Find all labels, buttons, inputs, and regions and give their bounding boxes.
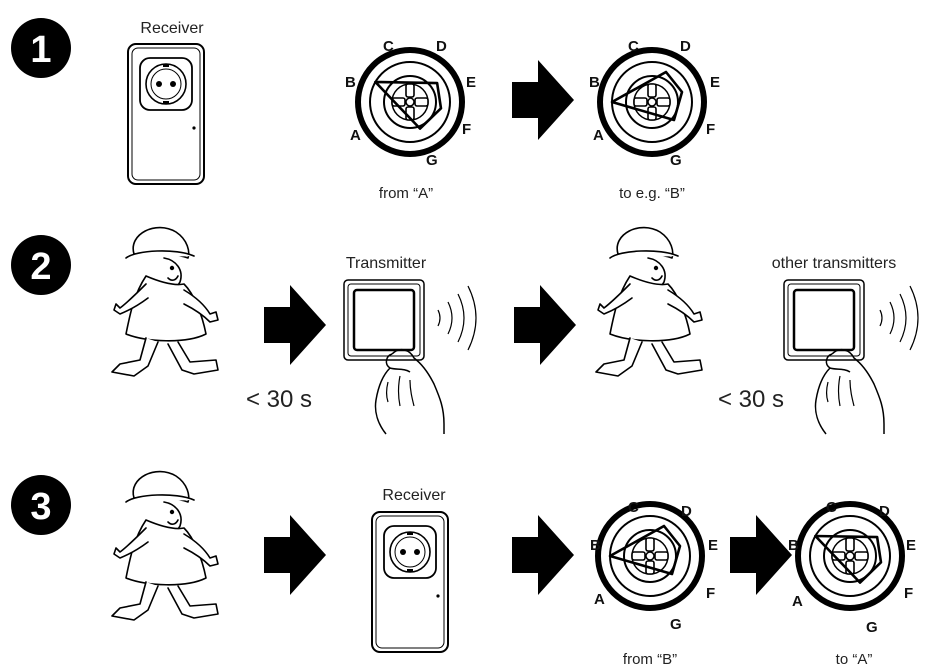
dial1-letter-e: E: [466, 74, 476, 91]
step1-from-caption: from “A”: [379, 185, 433, 202]
other-transmitters-label: other transmitters: [772, 255, 896, 272]
step3-from-caption: from “B”: [623, 651, 677, 668]
dial3-letter-f: F: [706, 585, 715, 602]
dial4-letter-d: D: [879, 503, 890, 520]
receiver-image: [371, 511, 449, 653]
walking-person-icon: [595, 226, 703, 377]
dial4-letter-e: E: [906, 537, 916, 554]
dial1-letter-a: A: [350, 127, 361, 144]
arrow-right-icon: [730, 515, 792, 595]
dial1-letter-c: C: [383, 38, 394, 55]
arrow-right-icon: [264, 285, 326, 365]
arrow-right-icon: [514, 285, 576, 365]
other-transmitter-switch: [782, 278, 866, 362]
arrow-right-icon: [512, 515, 574, 595]
dial2-letter-g: G: [670, 152, 682, 169]
dial3-letter-d: D: [681, 503, 692, 520]
arrow-right-icon: [264, 515, 326, 595]
dial1-letter-f: F: [462, 121, 471, 138]
dial2-letter-c: C: [628, 38, 639, 55]
step1-to-caption: to e.g. “B”: [619, 185, 685, 202]
step-2-badge: 2: [11, 235, 71, 295]
step-3-badge: 3: [11, 475, 71, 535]
receiver-image: [127, 43, 205, 185]
dial3-letter-g: G: [670, 616, 682, 633]
dial3-letter-c: C: [628, 499, 639, 516]
dial2-letter-a: A: [593, 127, 604, 144]
step-3-number: 3: [30, 486, 51, 528]
step3-to-caption: to “A”: [836, 651, 873, 668]
dial1-letter-d: D: [436, 38, 447, 55]
dial2-letter-b: B: [589, 74, 600, 91]
dial3-letter-b: B: [590, 537, 601, 554]
dial-from-a: [358, 50, 462, 154]
dial1-letter-b: B: [345, 74, 356, 91]
hand-icon: [814, 348, 885, 435]
dial2-letter-f: F: [706, 121, 715, 138]
dial2-letter-d: D: [680, 38, 691, 55]
hand-icon: [374, 348, 445, 435]
dial4-letter-f: F: [904, 585, 913, 602]
arrow-right-icon: [512, 60, 574, 140]
signal-waves-icon: [879, 285, 919, 351]
walking-person-icon: [111, 226, 219, 377]
step-1-badge: 1: [11, 18, 71, 78]
time-limit-1: < 30 s: [246, 386, 312, 413]
dial2-letter-e: E: [710, 74, 720, 91]
dial3-letter-e: E: [708, 537, 718, 554]
signal-waves-icon: [437, 285, 477, 351]
dial4-letter-c: C: [826, 499, 837, 516]
step3-receiver-label: Receiver: [382, 487, 446, 504]
dial4-letter-a: A: [792, 593, 803, 610]
walking-person-icon: [111, 470, 219, 621]
dial4-letter-b: B: [788, 537, 799, 554]
dial1-letter-g: G: [426, 152, 438, 169]
transmitter-label: Transmitter: [346, 255, 427, 272]
transmitter-switch: [342, 278, 426, 362]
dial-to-b: [600, 50, 704, 154]
step-2-number: 2: [30, 246, 51, 288]
time-limit-2: < 30 s: [718, 386, 784, 413]
dial3-letter-a: A: [594, 591, 605, 608]
step1-receiver-label: Receiver: [140, 20, 204, 37]
step-1-number: 1: [30, 29, 51, 71]
dial4-letter-g: G: [866, 619, 878, 636]
